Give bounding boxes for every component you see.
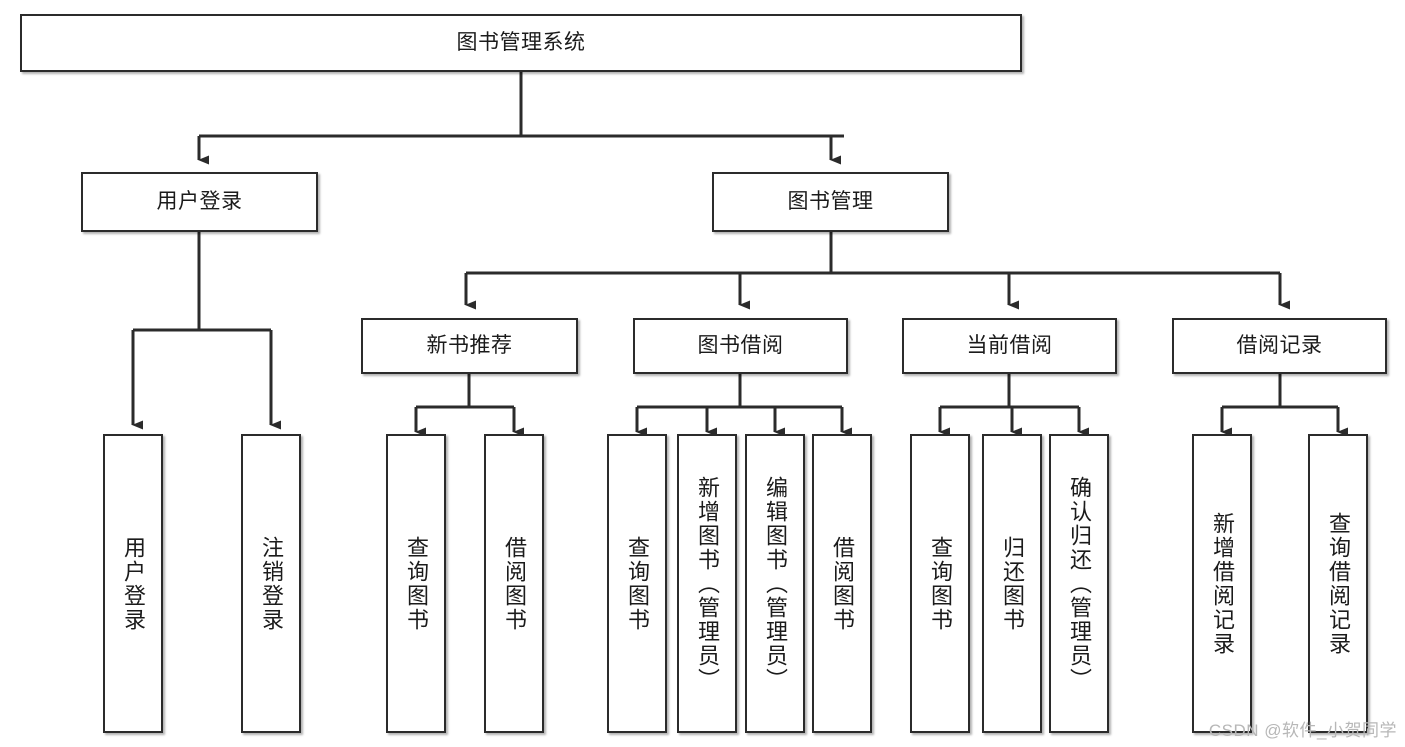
node-root[interactable]: 图书管理系统 (20, 14, 1022, 72)
node-leaf-borrow-book-b[interactable]: 借阅图书 (812, 434, 872, 733)
node-leaf-return-book[interactable]: 归还图书 (982, 434, 1042, 733)
node-leaf-query-book-a-label: 查询图书 (403, 535, 429, 632)
node-leaf-edit-book-admin[interactable]: 编辑图书（管理员） (745, 434, 805, 733)
node-book-manage[interactable]: 图书管理 (712, 172, 949, 232)
node-leaf-add-book-admin[interactable]: 新增图书（管理员） (677, 434, 737, 733)
node-leaf-return-book-label: 归还图书 (999, 535, 1025, 632)
node-leaf-logout[interactable]: 注销登录 (241, 434, 301, 733)
node-leaf-borrow-book-a-label: 借阅图书 (501, 535, 527, 632)
node-leaf-user-login[interactable]: 用户登录 (103, 434, 163, 733)
watermark-text: CSDN @软件_小贺同学 (1208, 721, 1397, 740)
node-book-manage-label: 图书管理 (787, 189, 874, 213)
node-leaf-borrow-book-a[interactable]: 借阅图书 (484, 434, 544, 733)
node-new-book-recommend-label: 新书推荐 (426, 333, 513, 357)
node-root-label: 图书管理系统 (456, 30, 586, 54)
node-leaf-add-book-admin-label: 新增图书（管理员） (694, 475, 720, 692)
node-leaf-query-borrow-record[interactable]: 查询借阅记录 (1308, 434, 1368, 733)
node-leaf-confirm-return-admin-label: 确认归还（管理员） (1066, 475, 1092, 692)
node-book-borrow[interactable]: 图书借阅 (633, 318, 848, 374)
node-leaf-query-book-b[interactable]: 查询图书 (607, 434, 667, 733)
node-leaf-user-login-label: 用户登录 (120, 535, 146, 632)
node-leaf-confirm-return-admin[interactable]: 确认归还（管理员） (1049, 434, 1109, 733)
node-leaf-query-book-b-label: 查询图书 (624, 535, 650, 632)
node-leaf-borrow-book-b-label: 借阅图书 (829, 535, 855, 632)
node-leaf-add-borrow-record[interactable]: 新增借阅记录 (1192, 434, 1252, 733)
node-leaf-query-borrow-record-label: 查询借阅记录 (1325, 511, 1351, 656)
node-user-login-label: 用户登录 (156, 189, 243, 213)
node-leaf-query-book-c-label: 查询图书 (927, 535, 953, 632)
node-leaf-logout-label: 注销登录 (258, 535, 284, 632)
node-current-borrow-label: 当前借阅 (966, 333, 1053, 357)
node-borrow-record-label: 借阅记录 (1236, 333, 1323, 357)
node-borrow-record[interactable]: 借阅记录 (1172, 318, 1387, 374)
node-book-borrow-label: 图书借阅 (697, 333, 784, 357)
node-user-login[interactable]: 用户登录 (81, 172, 318, 232)
node-new-book-recommend[interactable]: 新书推荐 (361, 318, 578, 374)
node-current-borrow[interactable]: 当前借阅 (902, 318, 1117, 374)
node-leaf-query-book-c[interactable]: 查询图书 (910, 434, 970, 733)
node-leaf-edit-book-admin-label: 编辑图书（管理员） (762, 475, 788, 692)
node-leaf-add-borrow-record-label: 新增借阅记录 (1209, 511, 1235, 656)
node-leaf-query-book-a[interactable]: 查询图书 (386, 434, 446, 733)
